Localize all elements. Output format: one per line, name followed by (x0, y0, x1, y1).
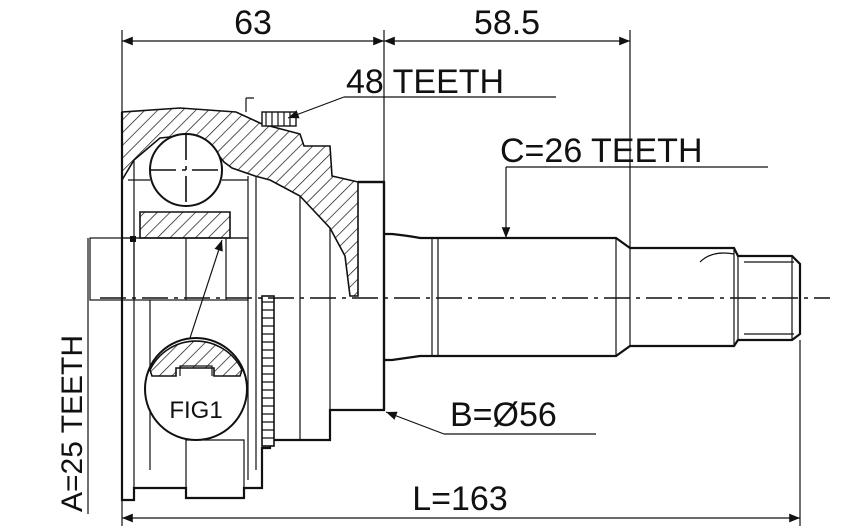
dimension-63: 63 (121, 4, 385, 186)
callout-48-teeth-label: 48 TEETH (346, 63, 504, 101)
outer-teeth-detail (245, 97, 297, 127)
inner-race (89, 236, 249, 301)
callout-diameter-label: B=Ø56 (450, 396, 557, 434)
abs-ring (261, 295, 275, 447)
callout-diameter: B=Ø56 (385, 396, 596, 435)
callout-26-teeth: C=26 TEETH (500, 132, 768, 238)
fig1-label: FIG1 (169, 397, 222, 424)
fig1-detail: FIG1 (144, 239, 248, 441)
callout-25-teeth: A=25 TEETH (56, 238, 89, 514)
callout-26-teeth-label: C=26 TEETH (500, 132, 703, 170)
outer-housing (89, 97, 386, 502)
ball-cage (122, 133, 248, 239)
stub-shaft (384, 232, 802, 362)
dimension-total: L=163 (121, 340, 801, 526)
dimension-total-label: L=163 (412, 480, 508, 518)
callout-48-teeth: 48 TEETH (287, 63, 556, 119)
callout-25-teeth-label: A=25 TEETH (56, 335, 89, 512)
dimension-58-5-label: 58.5 (474, 4, 540, 42)
dimension-63-label: 63 (234, 4, 272, 42)
dimension-58-5: 58.5 (384, 4, 631, 248)
